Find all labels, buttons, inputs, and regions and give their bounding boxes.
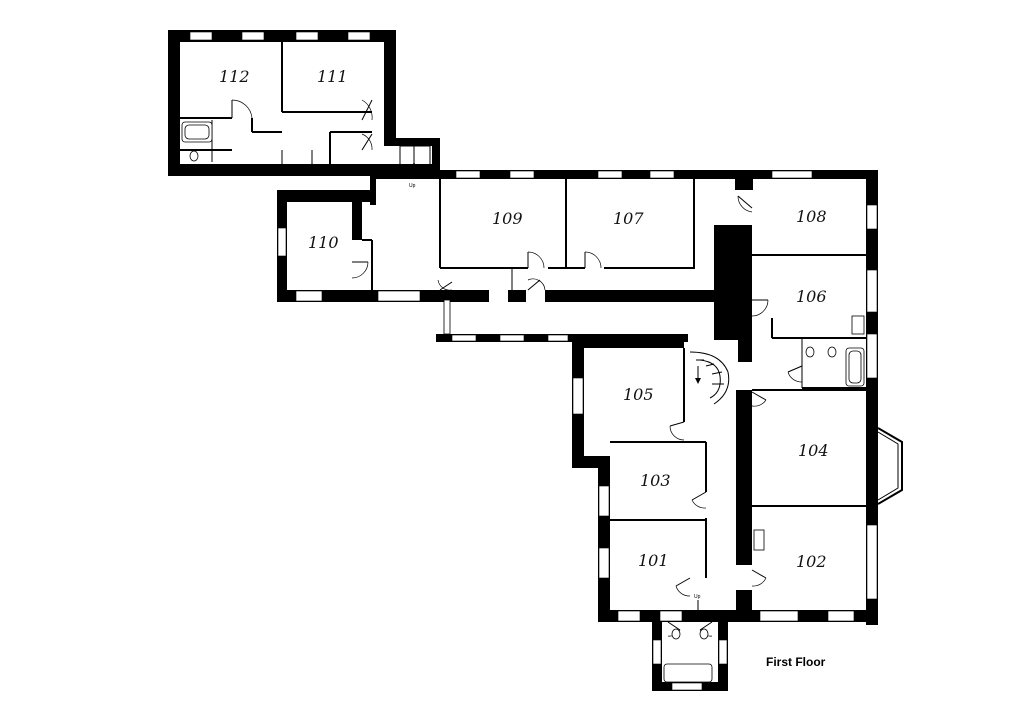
floor-title: First Floor bbox=[766, 655, 826, 669]
room-label-105: 105 bbox=[623, 385, 654, 404]
room-label-104: 104 bbox=[798, 441, 829, 460]
room-label-112: 112 bbox=[219, 67, 250, 86]
walls bbox=[168, 30, 878, 691]
room-label-110: 110 bbox=[308, 233, 339, 252]
room-label-107: 107 bbox=[613, 209, 644, 228]
room-label-106: 106 bbox=[796, 287, 827, 306]
room-label-111: 111 bbox=[317, 67, 348, 86]
room-label-108: 108 bbox=[796, 207, 827, 226]
stairs bbox=[399, 145, 730, 618]
room-label-102: 102 bbox=[796, 552, 827, 571]
room-label-109: 109 bbox=[492, 209, 523, 228]
up-markers: Up Up bbox=[409, 183, 701, 600]
partitions bbox=[180, 42, 866, 578]
windows bbox=[189, 31, 878, 691]
room-label-101: 101 bbox=[638, 551, 669, 570]
bay-window bbox=[877, 427, 903, 505]
fixtures bbox=[181, 121, 865, 683]
up-marker-north: Up bbox=[409, 183, 416, 189]
room-labels: 112 111 110 109 107 108 106 105 104 103 … bbox=[219, 67, 829, 571]
doors bbox=[231, 99, 803, 637]
up-marker-south: Up bbox=[694, 594, 701, 600]
room-label-103: 103 bbox=[640, 471, 671, 490]
